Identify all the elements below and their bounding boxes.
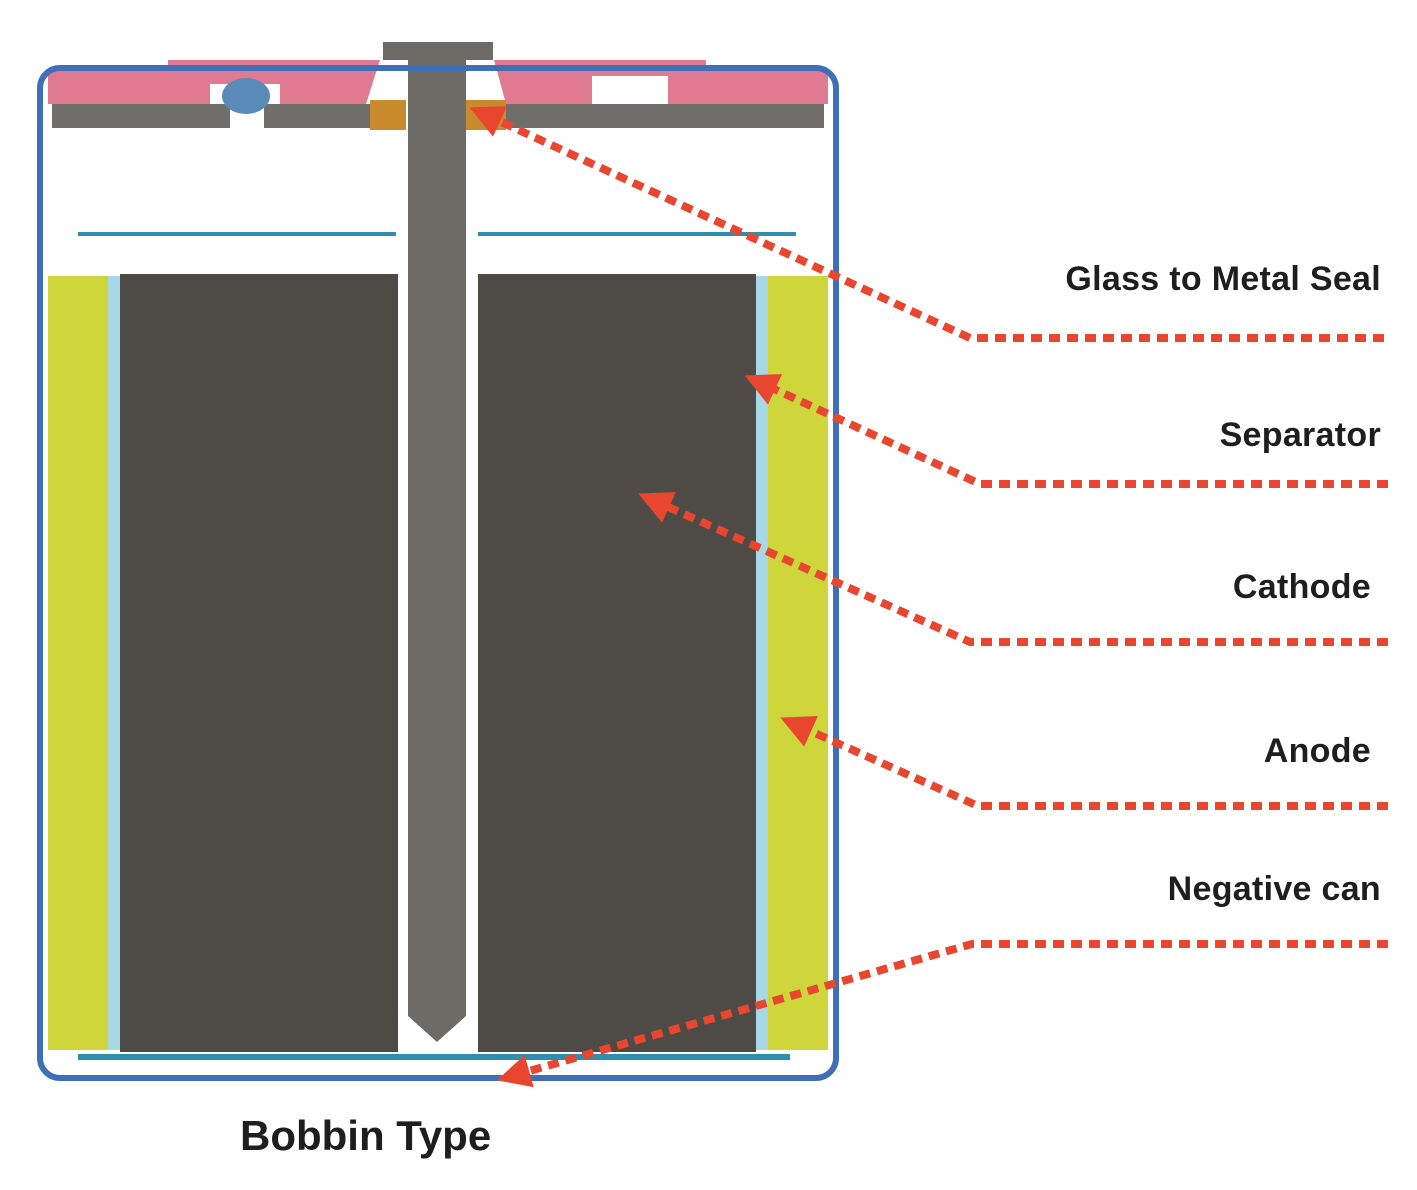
- label-cathode: Cathode: [1232, 568, 1371, 606]
- label-separator: Separator: [1219, 416, 1381, 454]
- header-plate-right: [506, 104, 824, 128]
- label-negative-can: Negative can: [1167, 870, 1381, 908]
- cathode-right: [478, 274, 756, 1052]
- glass-seal-left: [370, 100, 406, 130]
- terminal-pin: [408, 58, 466, 1042]
- label-anode: Anode: [1263, 732, 1371, 770]
- diagram-caption: Bobbin Type: [240, 1112, 492, 1159]
- anode-leader: [780, 716, 1388, 810]
- header-plate-left-a: [52, 104, 230, 128]
- anode-left: [48, 276, 108, 1050]
- cap-recess: [592, 76, 668, 104]
- bottom-insulator: [78, 1054, 790, 1060]
- label-glass-to-metal-seal: Glass to Metal Seal: [1065, 260, 1381, 298]
- can-outline: [37, 65, 839, 1081]
- cathode-leader: [638, 492, 1388, 646]
- vent-ball: [222, 78, 270, 114]
- glass-seal-right: [466, 100, 506, 130]
- separator-right: [756, 276, 768, 1050]
- top-insulator-right: [478, 232, 796, 236]
- cathode-left: [120, 274, 398, 1052]
- top-insulator-left: [78, 232, 396, 236]
- anode-right: [768, 276, 828, 1050]
- separator-leader: [744, 374, 1388, 488]
- negative-can-leader: [496, 940, 1388, 1088]
- terminal-pin-head: [383, 42, 493, 60]
- header-plate-left-b: [264, 104, 370, 128]
- glass-seal-leader: [469, 106, 1384, 342]
- separator-left: [108, 276, 120, 1050]
